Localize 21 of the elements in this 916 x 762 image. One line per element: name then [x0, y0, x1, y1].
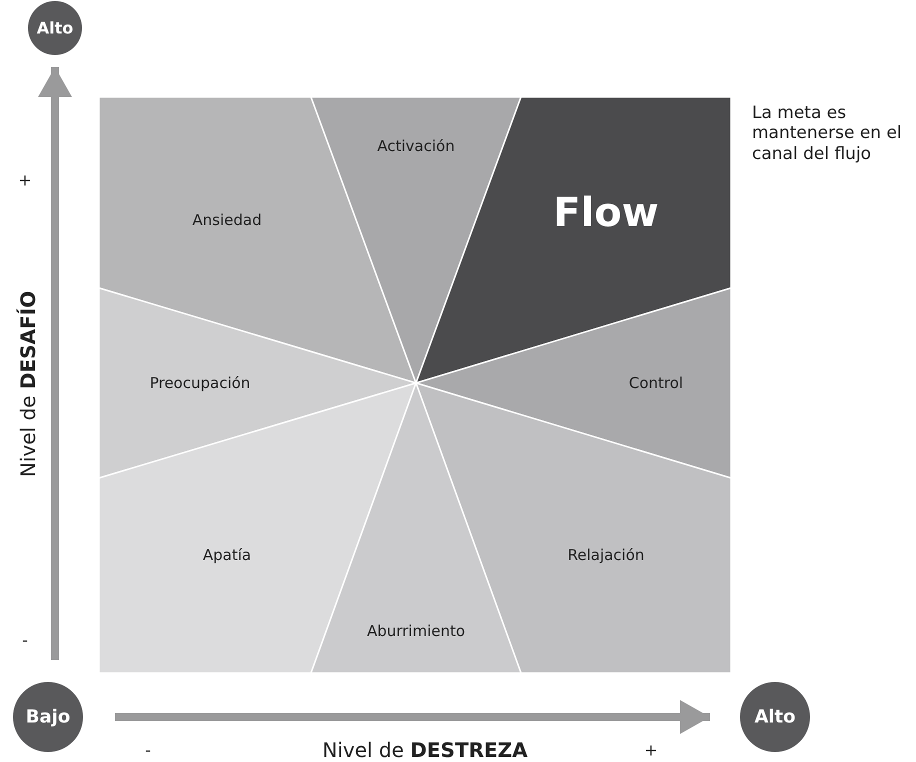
axis-sign: -: [145, 740, 151, 760]
level-label: Alto: [36, 18, 74, 38]
zone-label: Activación: [377, 137, 455, 155]
zone-label: Flow: [553, 190, 659, 236]
goal-note: La meta es mantenerse en el canal del flujo: [752, 103, 903, 164]
level-label: Bajo: [26, 706, 70, 728]
zone-label: Aburrimiento: [366, 622, 466, 640]
level-label: Alto: [754, 706, 796, 728]
axis-sign: +: [644, 740, 658, 760]
axis-title: Nivel de DESAFÍO: [16, 290, 40, 478]
axis-arrow: [115, 700, 710, 734]
zone-label: Control: [628, 374, 684, 392]
zone-label: Ansiedad: [192, 211, 262, 229]
zone-label: Preocupación: [150, 374, 250, 392]
zone-label: Apatía: [202, 546, 252, 564]
axis-sign: +: [18, 170, 32, 190]
level-circle: [28, 1, 82, 55]
axis-title: Nivel de DESTREZA: [322, 738, 528, 762]
zone-label: Relajación: [568, 546, 644, 564]
axis-sign: -: [22, 630, 28, 650]
axis-arrow: [38, 67, 72, 660]
